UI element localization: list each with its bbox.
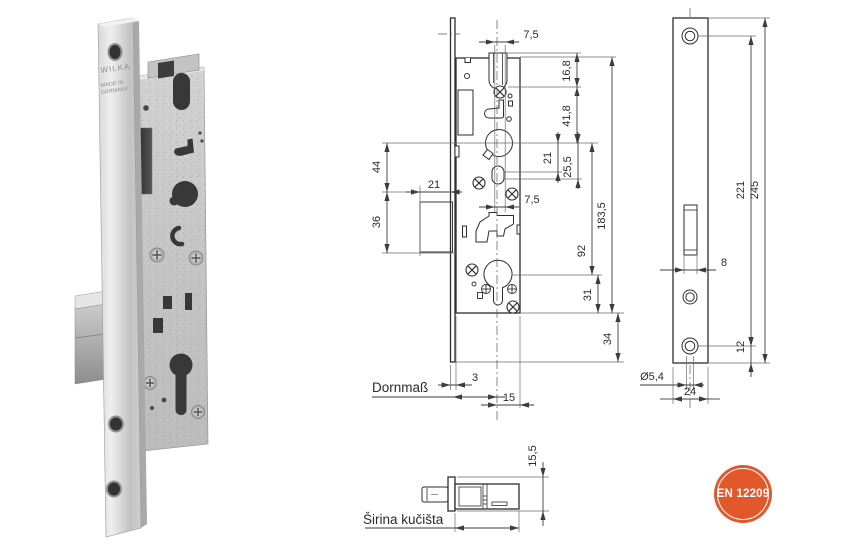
lock-photo-arc-slot: [170, 225, 185, 247]
front-oval-hole: [491, 165, 505, 185]
lock-photo-dot: [200, 139, 204, 143]
made-in-line2: GERMANY: [100, 86, 129, 96]
front-lever-slot: [484, 99, 504, 119]
dim-label-8: 8: [721, 257, 727, 269]
dim-label-7-5-top: 7,5: [523, 29, 538, 41]
en-12209-badge-text: EN 12209: [716, 488, 770, 500]
faceplate-extension-lines: [672, 17, 770, 404]
lock-photo-pin-hole: [143, 105, 149, 111]
side-view-objects: [421, 476, 520, 512]
front-edge-slot: [462, 225, 467, 238]
dim-label-44: 44: [371, 161, 383, 173]
front-small-hole: [464, 73, 470, 79]
lock-photo-cylinder-hole: [169, 353, 193, 377]
lock-photo-slot: [153, 318, 163, 333]
front-case-notch: [464, 58, 471, 63]
front-change-lever: [475, 212, 514, 243]
dim-label-15: 15: [503, 392, 515, 404]
dim-label-21-centers: 21: [542, 152, 554, 164]
lock-photo-plate-hole-top-inner: [109, 45, 121, 59]
front-faceplate: [449, 17, 456, 363]
dim-label-12: 12: [735, 341, 747, 353]
front-detail-dot: [507, 93, 513, 99]
en-12209-badge: EN 12209: [714, 465, 772, 523]
dim-label-34: 34: [602, 333, 614, 345]
lock-photo-faceplate: WILKA MADE IN GERMANY: [97, 17, 147, 538]
dim-label-183-5: 183,5: [596, 202, 608, 230]
lock-photo-dot: [150, 406, 154, 410]
front-cylinder-hole: [483, 259, 513, 306]
front-edge-slot: [516, 224, 521, 235]
lock-photo-latch-notch: [158, 60, 174, 79]
dim-label-24: 24: [684, 386, 696, 398]
lock-photo-plate-hole-bottom-inner: [108, 482, 120, 496]
dim-label-36: 36: [371, 216, 383, 228]
side-view-drawing: 15,5 Širina kučišta: [363, 445, 549, 532]
side-faceplate-edge: [447, 476, 456, 512]
side-view-dimension-lines: [365, 462, 546, 531]
faceplate-latch-slot: [683, 204, 698, 256]
front-fixing-holes: [471, 281, 517, 299]
lock-photo-latch-slot: [173, 73, 190, 110]
front-deadbolt-extended: [419, 201, 453, 253]
lock-photo-follower-notch: [169, 196, 179, 206]
lock-photo-slot: [185, 293, 192, 310]
dim-label-25-5: 25,5: [562, 156, 574, 177]
front-follower-notch: [482, 148, 494, 161]
lock-photo-cylinder-keyway: [175, 368, 187, 415]
lock-photo-slot: [163, 296, 172, 309]
faceplate-dimension-lines: [640, 18, 768, 402]
dim-label-31: 31: [582, 289, 594, 301]
lock-photo-follower-hole: [172, 181, 198, 207]
dim-label-21-throw: 21: [428, 179, 440, 191]
lock-photo: WILKA MADE IN GERMANY: [74, 17, 209, 538]
dim-label-15-5: 15,5: [527, 445, 539, 466]
lock-photo-case-texture: [139, 67, 208, 451]
front-detail-dot: [506, 116, 512, 122]
brand-text: WILKA: [100, 62, 131, 75]
dim-label-92: 92: [576, 245, 588, 257]
front-recess: [457, 89, 474, 136]
front-latchbolt: [488, 52, 508, 90]
front-view-extension-lines: [382, 45, 624, 408]
dim-label-dia-5-4: Ø5,4: [640, 371, 664, 383]
lock-photo-plate-hole-mid-inner: [110, 417, 122, 431]
faceplate-view-drawing: 8 221 245 12 Ø5,4 24: [640, 8, 770, 408]
dim-label-7-5-mid: 7,5: [524, 194, 539, 206]
front-detail-square: [508, 100, 513, 107]
dim-label-3: 3: [472, 372, 478, 384]
made-in-line1: MADE IN: [100, 80, 124, 89]
lock-photo-screws: [143, 247, 205, 419]
dim-label-245: 245: [749, 181, 761, 199]
front-view-dimensions: 7,5 7,5 21 44 36 16,8 41,8 21 25,5 92 18…: [371, 29, 621, 408]
dim-label-41-8: 41,8: [561, 105, 573, 126]
dim-label-221: 221: [735, 181, 747, 199]
lock-photo-dot: [198, 131, 202, 135]
side-view-extension-lines: [454, 476, 549, 532]
dim-label-16-8: 16,8: [561, 60, 573, 81]
sirina-kucista-label: Širina kučišta: [363, 512, 444, 527]
side-case-details: [458, 484, 508, 509]
faceplate-outline: [672, 17, 709, 364]
front-edge-slot: [454, 145, 460, 158]
dornmass-label: Dornmaß: [372, 380, 428, 395]
front-view-drawing: 7,5 7,5 21 44 36 16,8 41,8 21 25,5 92 18…: [371, 17, 624, 420]
lock-photo-lever-slot: [174, 138, 194, 156]
lock-photo-dot: [161, 397, 167, 403]
en-12209-badge-ring: EN 12209: [717, 468, 769, 520]
